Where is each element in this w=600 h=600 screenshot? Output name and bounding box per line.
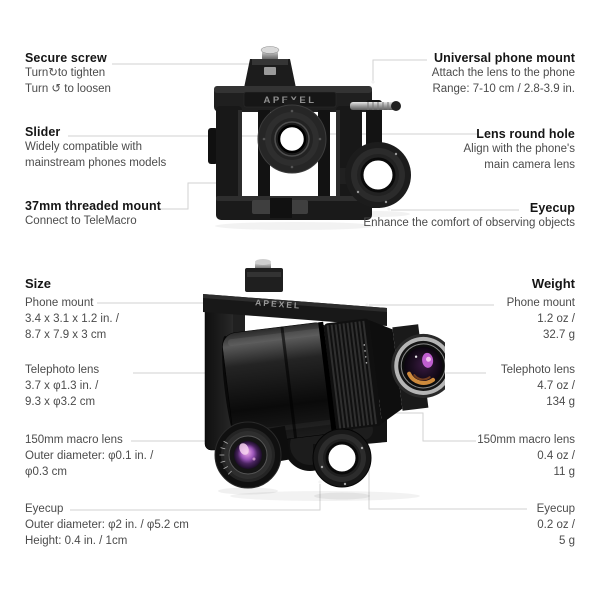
- size-item-eyecup: Eyecup Outer diameter: φ2 in. / φ5.2 cm …: [25, 502, 189, 549]
- shadow: [218, 487, 278, 495]
- spec-item-value: 11 g: [553, 465, 575, 478]
- spec-item-value: 32.7 g: [543, 328, 575, 341]
- spec-item-name: Eyecup: [25, 503, 64, 515]
- spec-item-value: 1.2 oz /: [537, 312, 575, 325]
- callout-text: Range: 7-10 cm / 2.8-3.9 in.: [432, 82, 575, 95]
- front-lens-element: [391, 333, 445, 398]
- size-heading: Size: [25, 276, 52, 291]
- spec-item-name: 150mm macro lens: [25, 434, 123, 446]
- spec-item-value: 0.4 oz /: [537, 449, 575, 462]
- callout-text: Attach the lens to the phone: [431, 67, 575, 79]
- callout-title: 37mm threaded mount: [25, 199, 161, 213]
- size-item-telephoto-lens: Telephoto lens 3.7 x φ1.3 in. / 9.3 x φ3…: [25, 363, 99, 410]
- spec-item-name: Telephoto lens: [500, 364, 575, 376]
- phone-mount-illustration: APEXEL: [208, 46, 411, 230]
- weight-heading: Weight: [531, 276, 575, 291]
- spec-item-value: φ0.3 cm: [25, 465, 67, 478]
- callout-title: Universal phone mount: [433, 51, 575, 65]
- callout-slider: Slider Widely compatible with mainstream…: [25, 124, 166, 171]
- callout-title: Slider: [25, 125, 61, 139]
- callout-text: main camera lens: [484, 158, 575, 171]
- eyecup-ring: [340, 142, 411, 208]
- weight-item-phone-mount: Phone mount 1.2 oz / 32.7 g: [507, 296, 575, 343]
- callout-universal-phone-mount: Universal phone mount Attach the lens to…: [432, 50, 575, 97]
- spec-item-name: Phone mount: [25, 297, 94, 309]
- spec-item-value: 134 g: [546, 395, 575, 408]
- apexel-logo: APEXEL: [255, 297, 302, 310]
- secure-screw-knob: [244, 46, 296, 88]
- shadow: [230, 491, 420, 501]
- spec-item-value: Height: 0.4 in. / 1cm: [25, 534, 128, 547]
- cold-shoe: [245, 259, 283, 292]
- focus-ring: [323, 318, 382, 431]
- top-bar: [203, 294, 387, 326]
- spec-item-value: 0.2 oz /: [537, 518, 575, 531]
- spec-item-value: Outer diameter: φ0.1 in. /: [25, 449, 154, 462]
- callout-text: Connect to TeleMacro: [25, 215, 137, 227]
- callout-title: Eyecup: [529, 201, 575, 215]
- focus-scale-ticks: [219, 440, 232, 475]
- callout-secure-screw: Secure screw Turn↻to tighten Turn ↺ to l…: [25, 50, 111, 97]
- weight-item-macro-lens: 150mm macro lens 0.4 oz / 11 g: [477, 433, 575, 480]
- shadow: [314, 492, 370, 500]
- spec-item-name: Phone mount: [506, 297, 575, 309]
- spec-item-name: 150mm macro lens: [477, 434, 575, 446]
- macro-lens: [214, 421, 291, 489]
- callout-title: Lens round hole: [476, 127, 575, 141]
- size-item-phone-mount: Phone mount 3.4 x 3.1 x 1.2 in. / 8.7 x …: [25, 296, 119, 343]
- lens-round-hole: [277, 124, 307, 154]
- spec-item-value: 3.4 x 3.1 x 1.2 in. /: [25, 312, 119, 325]
- callout-title: Secure screw: [25, 51, 107, 65]
- callout-text: Align with the phone's: [463, 143, 575, 155]
- callout-eyecup: Eyecup Enhance the comfort of observing …: [363, 200, 575, 232]
- weight-item-eyecup: Eyecup 0.2 oz / 5 g: [537, 502, 575, 549]
- assembled-lens-illustration: APEXEL: [203, 259, 445, 501]
- callout-37mm-threaded-mount: 37mm threaded mount Connect to TeleMacro: [25, 198, 161, 230]
- spec-item-value: 9.3 x φ3.2 cm: [25, 395, 96, 408]
- spec-item-value: Outer diameter: φ2 in. / φ5.2 cm: [25, 518, 189, 531]
- spec-item-value: 4.7 oz /: [537, 379, 575, 392]
- slider-rod: [350, 101, 401, 111]
- spec-item-value: 8.7 x 7.9 x 3 cm: [25, 328, 107, 341]
- spec-item-name: Eyecup: [536, 503, 575, 515]
- weight-item-telephoto-lens: Telephoto lens 4.7 oz / 134 g: [501, 363, 575, 410]
- eyecup-ring: [312, 428, 372, 488]
- callout-text: Turn↻to tighten: [25, 67, 106, 79]
- callout-lens-round-hole: Lens round hole Align with the phone's m…: [463, 126, 575, 173]
- spec-item-value: 5 g: [559, 534, 575, 547]
- callout-text: Enhance the comfort of observing objects: [363, 217, 575, 229]
- callout-text: Widely compatible with: [25, 141, 142, 153]
- shadow: [215, 222, 375, 230]
- spec-item-name: Telephoto lens: [25, 364, 100, 376]
- spec-item-value: 3.7 x φ1.3 in. /: [25, 379, 99, 392]
- size-item-macro-lens: 150mm macro lens Outer diameter: φ0.1 in…: [25, 433, 153, 480]
- callout-text: mainstream phones models: [25, 156, 167, 169]
- lens-round-hole-plate: [257, 100, 327, 174]
- callout-text: Turn ↺ to loosen: [25, 82, 111, 95]
